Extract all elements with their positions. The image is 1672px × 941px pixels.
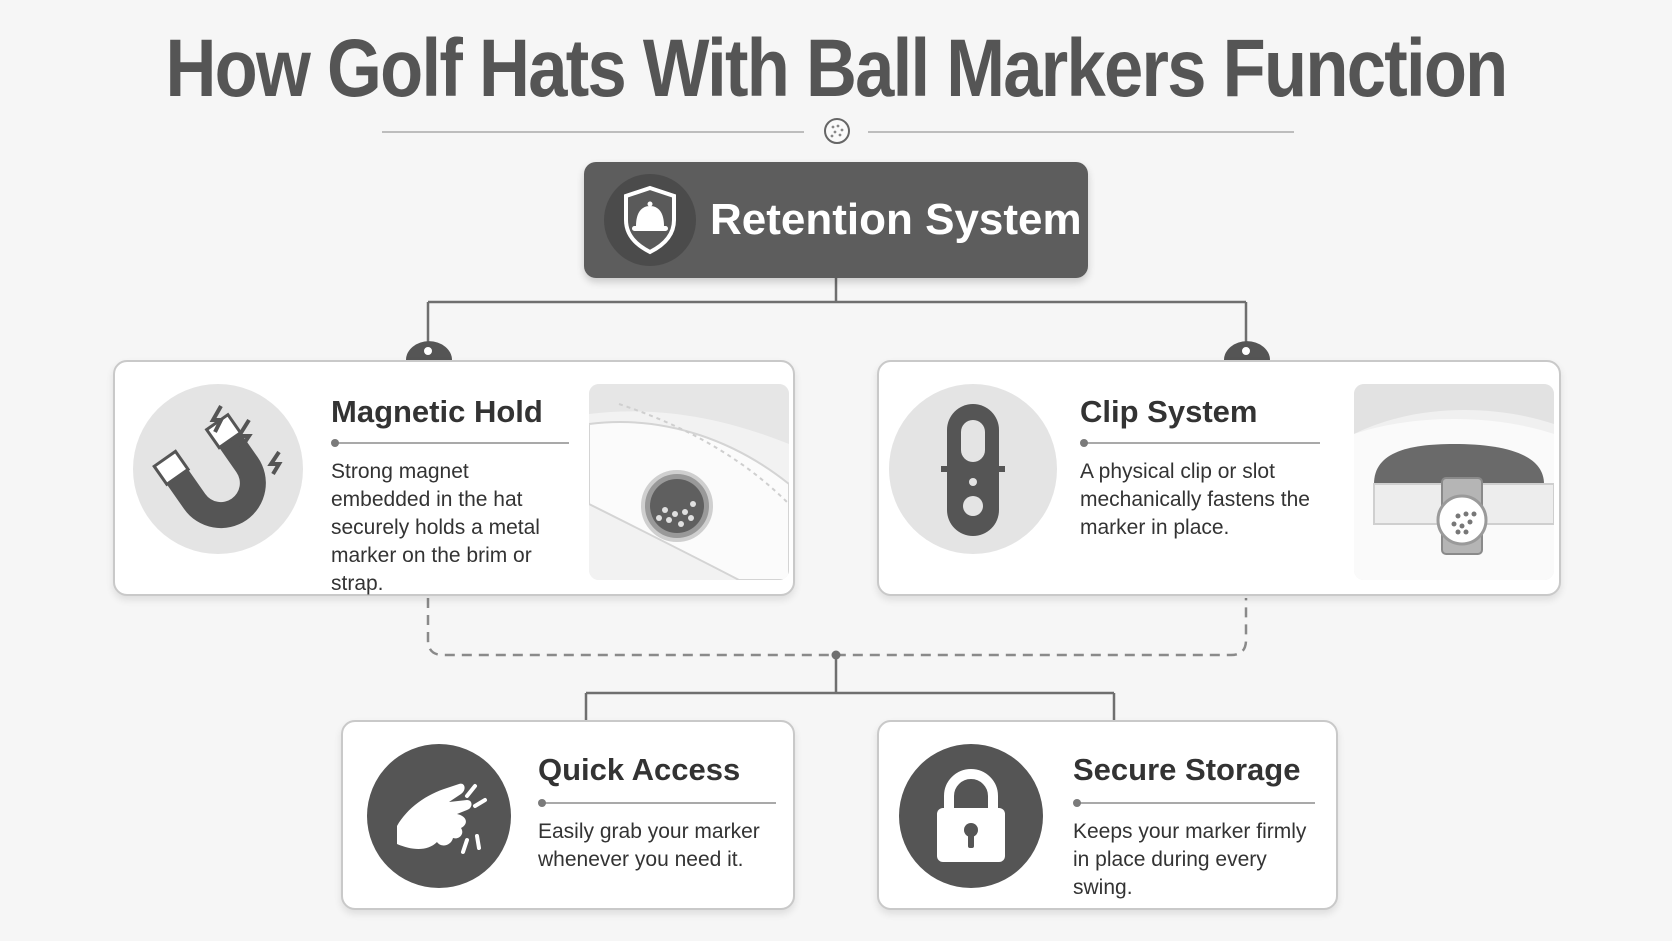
connector-dashed-bottom — [426, 598, 1248, 657]
card-text: Keeps your marker firmly in place during… — [1073, 820, 1307, 899]
card-title: Secure Storage — [1073, 752, 1301, 787]
padlock-icon-badge — [899, 744, 1043, 888]
clip-icon — [941, 404, 1005, 536]
title-divider-left — [382, 131, 804, 133]
shield-hat-icon — [624, 185, 676, 255]
hand-icon-badge — [367, 744, 511, 888]
hat-brim-magnet-photo — [589, 384, 789, 580]
card-title: Magnetic Hold — [331, 394, 543, 429]
card-rule — [1080, 439, 1320, 447]
connector-header-to-cards — [426, 278, 1248, 350]
card-title: Quick Access — [538, 752, 741, 787]
card-secure-storage: Secure Storage Keeps your marker firmly … — [877, 720, 1338, 910]
card-rule — [331, 439, 569, 447]
card-rule — [538, 799, 776, 807]
card-text: Easily grab your marker whenever you nee… — [538, 820, 760, 871]
hat-strap-clip-photo — [1354, 384, 1554, 580]
connector-to-bottom-cards — [584, 655, 1116, 720]
magnet-icon — [152, 405, 283, 529]
card-clip-system: Clip System A physical clip or slot mech… — [877, 360, 1561, 596]
clip-icon-badge — [889, 384, 1057, 554]
card-quick-access: Quick Access Easily grab your marker whe… — [341, 720, 795, 910]
card-title: Clip System — [1080, 394, 1258, 429]
card-text: Strong magnet embedded in the hat secure… — [331, 460, 540, 595]
hand-grab-icon — [397, 783, 487, 854]
padlock-icon — [937, 769, 1005, 862]
card-text: A physical clip or slot mechanically fas… — [1080, 460, 1310, 539]
header-badge — [604, 174, 696, 266]
title-divider-right — [868, 131, 1294, 133]
card-magnetic-hold: Magnetic Hold Strong magnet embedded in … — [113, 360, 795, 596]
retention-system-header: Retention System — [584, 162, 1088, 278]
magnet-icon-badge — [133, 384, 303, 554]
header-title: Retention System — [710, 195, 1082, 244]
card-rule — [1073, 799, 1315, 807]
page-title: How Golf Hats With Ball Markers Function — [165, 23, 1508, 114]
golf-ball-icon — [824, 118, 850, 144]
